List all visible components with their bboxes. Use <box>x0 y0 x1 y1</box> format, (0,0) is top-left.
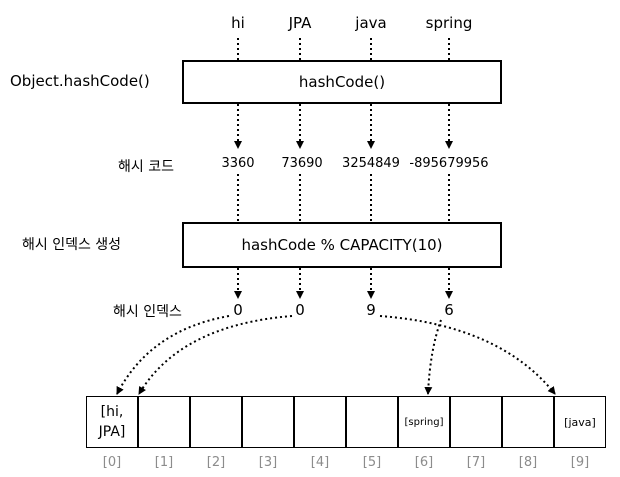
array-index-7: [7] <box>466 455 486 470</box>
key-java: java <box>355 14 387 32</box>
hash-code-spring: -895679956 <box>409 156 489 171</box>
arrow-jpa-slot0 <box>138 315 293 395</box>
modulo-box: hashCode % CAPACITY(10) <box>182 222 502 268</box>
hash-code-hi: 3360 <box>221 156 255 171</box>
label-object-hashcode: Object.hashCode() <box>10 72 150 90</box>
label-hash-index-gen: 해시 인덱스 생성 <box>22 237 122 253</box>
key-hi: hi <box>231 14 245 32</box>
hash-code-java: 3254849 <box>342 156 400 171</box>
arrow-hi-slot0 <box>116 315 230 395</box>
array-index-0: [0] <box>102 455 122 470</box>
array-index-2: [2] <box>206 455 226 470</box>
label-hash-code: 해시 코드 <box>118 159 174 175</box>
array-cell-3 <box>242 396 294 448</box>
arrow-spring-slot6 <box>424 319 442 395</box>
index-hi: 0 <box>233 301 243 319</box>
index-jpa: 0 <box>295 301 305 319</box>
array-index-4: [4] <box>310 455 330 470</box>
index-java: 9 <box>366 301 376 319</box>
array-index-9: [9] <box>570 455 590 470</box>
array-cell-1 <box>138 396 190 448</box>
array-index-3: [3] <box>258 455 278 470</box>
array-cell-6: [spring] <box>398 396 450 448</box>
array-index-8: [8] <box>518 455 538 470</box>
hashcode-box: hashCode() <box>182 60 502 104</box>
label-hash-index: 해시 인덱스 <box>113 304 182 320</box>
array-index-6: [6] <box>414 455 434 470</box>
modulo-box-label: hashCode % CAPACITY(10) <box>241 236 443 254</box>
array-cell-8 <box>502 396 554 448</box>
hash-code-jpa: 73690 <box>281 156 323 171</box>
key-spring: spring <box>425 14 473 32</box>
hashcode-box-label: hashCode() <box>298 73 386 91</box>
array-index-5: [5] <box>362 455 382 470</box>
array-cell-7 <box>450 396 502 448</box>
index-spring: 6 <box>444 301 454 319</box>
arrow-java-slot9 <box>379 315 556 395</box>
array-cell-4 <box>294 396 346 448</box>
array-cell-2 <box>190 396 242 448</box>
array-cell-9: [java] <box>554 396 606 448</box>
array-cell-0: [hi, JPA] <box>86 396 138 448</box>
array-index-1: [1] <box>154 455 174 470</box>
key-jpa: JPA <box>288 14 312 32</box>
array-cell-5 <box>346 396 398 448</box>
